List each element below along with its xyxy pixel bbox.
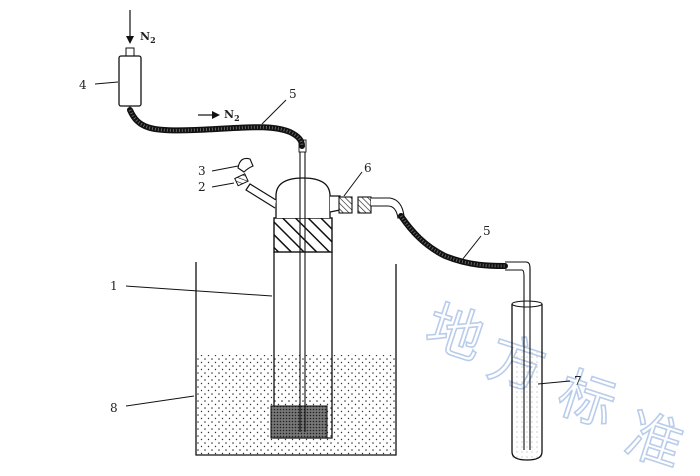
label-1: 1 (110, 279, 118, 293)
watermark-char: 地 (418, 294, 491, 373)
nitrogen-inlet-main: N (140, 30, 150, 43)
flow-meter (118, 10, 142, 112)
flow-arrow (198, 111, 220, 119)
label-3: 3 (198, 164, 206, 178)
nitrogen-inlet-label: N2 (140, 30, 156, 45)
rubber-cap (237, 157, 254, 173)
label-2: 2 (198, 180, 206, 194)
nitrogen-flow-sub: 2 (234, 113, 240, 123)
vessel-head (234, 157, 341, 218)
reaction-vessel (270, 217, 333, 439)
label-5-outlet: 5 (483, 224, 491, 238)
absorption-tube (511, 300, 543, 461)
label-6: 6 (364, 161, 372, 175)
nitrogen-inlet-sub: 2 (150, 35, 156, 45)
connector (338, 196, 405, 219)
label-7: 7 (574, 374, 582, 388)
watermark-char: 标 (550, 361, 623, 440)
watermark: 地 方 标 准 (417, 293, 691, 476)
nitrogen-flow-label: N2 (224, 108, 240, 123)
clip (234, 173, 249, 187)
label-8: 8 (110, 401, 118, 415)
label-5-inlet: 5 (289, 87, 297, 101)
hose-inlet (127, 107, 305, 149)
part-labels: 1 2 3 4 5 5 6 7 8 (79, 78, 582, 415)
leader-lines (94, 81, 571, 407)
nitrogen-flow-main: N (224, 108, 234, 121)
label-4: 4 (79, 78, 87, 92)
watermark-char: 准 (618, 402, 691, 476)
